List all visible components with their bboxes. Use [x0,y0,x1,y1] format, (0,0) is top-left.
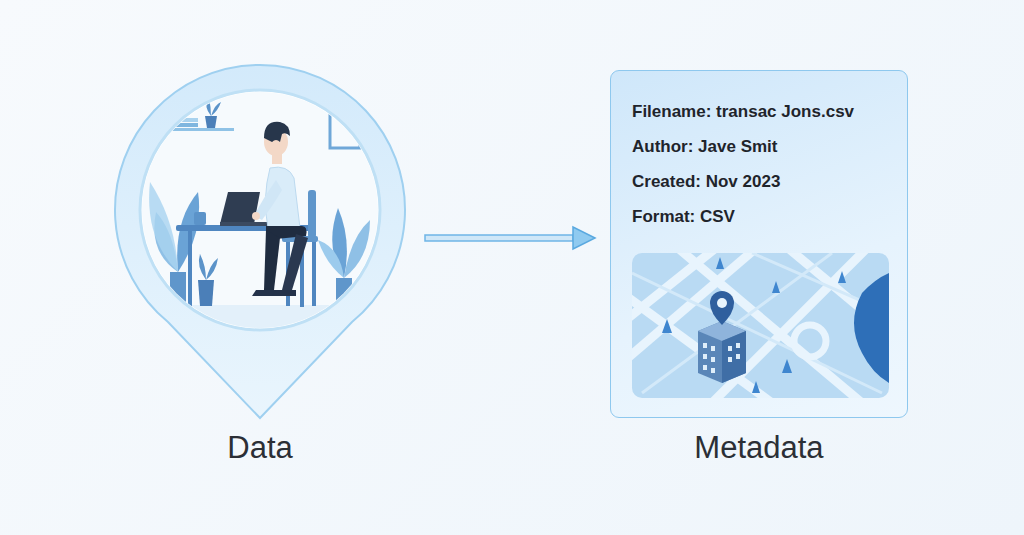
caption-label: Data [110,430,410,466]
location-pin-illustration [110,50,410,470]
data-pin-node: Data [110,50,410,470]
map-thumbnail [632,253,889,398]
metadata-card-node: Filename: transac Jons.csvAuthor: Jave S… [610,70,908,470]
metadata-field: Filename: transac Jons.csv [632,102,854,122]
flow-arrow [425,227,595,249]
metadata-field: Format: CSV [632,207,735,227]
metadata-field: Author: Jave Smit [632,137,777,157]
caption-label: Metadata [610,430,908,466]
metadata-field: Created: Nov 2023 [632,172,780,192]
metadata-card [610,70,908,418]
